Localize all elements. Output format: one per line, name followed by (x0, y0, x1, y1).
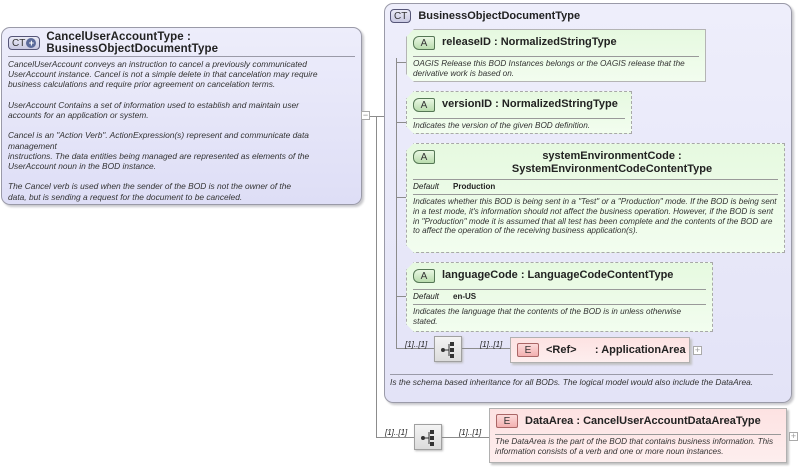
element-cardinality: [1]..[1] (459, 428, 482, 437)
sequence-cardinality: [1]..[1] (385, 428, 408, 437)
collapse-toggle[interactable]: − (361, 110, 370, 120)
extension-plus-icon: + (26, 38, 37, 48)
base-type-title: BusinessObjectDocumentType (418, 10, 581, 22)
attribute-header: A releaseID : NormalizedStringType (413, 36, 617, 50)
attribute-name: systemEnvironmentCode : SystemEnvironmen… (511, 150, 713, 175)
attribute-badge: A (413, 269, 435, 283)
sequence-icon (441, 342, 454, 358)
cancel-user-account-type-box[interactable]: CT+ CancelUserAccountType : BusinessObje… (1, 27, 362, 205)
type-documentation: CancelUserAccount conveys an instruction… (8, 59, 318, 202)
complex-type-extension-badge: CT+ (8, 36, 41, 50)
element-header: E <Ref> : ApplicationArea (517, 343, 686, 357)
divider (390, 374, 773, 375)
type-title: CancelUserAccountType : BusinessObjectDo… (46, 31, 219, 55)
tree-branch (396, 197, 407, 198)
attribute-documentation: Indicates the version of the given BOD d… (413, 121, 591, 130)
tree-branch (396, 122, 407, 123)
connector-line (376, 437, 414, 438)
attribute-version-id[interactable]: A versionID : NormalizedStringType Indic… (406, 91, 632, 134)
element-name: <Ref> : ApplicationArea (546, 344, 686, 356)
divider (8, 56, 355, 57)
attribute-documentation: OAGIS Release this BOD Instances belongs… (413, 59, 685, 78)
attribute-badge: A (413, 150, 435, 164)
type-header: CT+ CancelUserAccountType : BusinessObje… (8, 31, 361, 55)
element-data-area[interactable]: E DataArea : CancelUserAccountDataAreaTy… (489, 408, 787, 463)
attribute-documentation: Indicates whether this BOD is being sent… (413, 197, 777, 236)
base-type-documentation: Is the schema based inheritance for all … (390, 377, 754, 387)
element-documentation: The DataArea is the part of the BOD that… (495, 437, 774, 456)
attribute-release-id[interactable]: A releaseID : NormalizedStringType OAGIS… (406, 29, 706, 82)
attribute-badge: A (413, 98, 435, 112)
default-label: Default (413, 292, 439, 301)
default-label: Default (413, 182, 439, 191)
element-badge: E (496, 414, 518, 428)
divider (413, 118, 625, 119)
divider (413, 304, 706, 305)
attribute-documentation: Indicates the language that the contents… (413, 307, 682, 326)
base-type-header: CT BusinessObjectDocumentType (390, 8, 580, 24)
default-value: en-US (453, 292, 477, 301)
attribute-name: languageCode : LanguageCodeContentType (442, 269, 674, 281)
expand-data-area-toggle[interactable]: + (789, 431, 798, 441)
divider (413, 179, 778, 180)
connector-line (442, 437, 489, 438)
default-value: Production (453, 182, 496, 191)
sequence-icon (421, 430, 434, 446)
divider (413, 289, 706, 290)
attribute-header: A languageCode : LanguageCodeContentType (413, 269, 673, 283)
divider (413, 194, 778, 195)
connector-line (376, 116, 384, 117)
sequence-compositor[interactable] (434, 336, 462, 362)
connector-line (462, 348, 510, 349)
element-badge: E (517, 343, 539, 357)
tree-branch (396, 296, 407, 297)
complex-type-badge: CT (390, 9, 412, 23)
element-cardinality: [1]..[1] (480, 340, 503, 349)
attribute-language-code[interactable]: A languageCode : LanguageCodeContentType… (406, 262, 713, 332)
badge-label: CT (12, 37, 26, 49)
tree-branch (396, 348, 434, 349)
sequence-compositor[interactable] (414, 424, 442, 450)
connector-line (376, 116, 377, 437)
business-object-document-type-box[interactable]: CT BusinessObjectDocumentType A releaseI… (384, 3, 792, 403)
tree-branch (396, 62, 407, 63)
element-application-area[interactable]: E <Ref> : ApplicationArea (510, 337, 690, 363)
connector-line (370, 116, 376, 117)
expand-application-area-toggle[interactable]: + (693, 345, 702, 355)
attribute-badge: A (413, 36, 435, 50)
divider (413, 56, 699, 57)
element-name: DataArea : CancelUserAccountDataAreaType (525, 415, 761, 427)
attribute-header: A versionID : NormalizedStringType (413, 98, 618, 112)
attribute-system-environment-code[interactable]: A systemEnvironmentCode : SystemEnvironm… (406, 143, 785, 253)
element-header: E DataArea : CancelUserAccountDataAreaTy… (496, 414, 761, 428)
attribute-name: versionID : NormalizedStringType (442, 98, 618, 110)
attribute-header: A systemEnvironmentCode : SystemEnvironm… (413, 150, 782, 176)
tree-line (396, 58, 397, 348)
attribute-name: releaseID : NormalizedStringType (442, 36, 617, 48)
sequence-cardinality: [1]..[1] (405, 340, 428, 349)
divider (495, 434, 781, 435)
